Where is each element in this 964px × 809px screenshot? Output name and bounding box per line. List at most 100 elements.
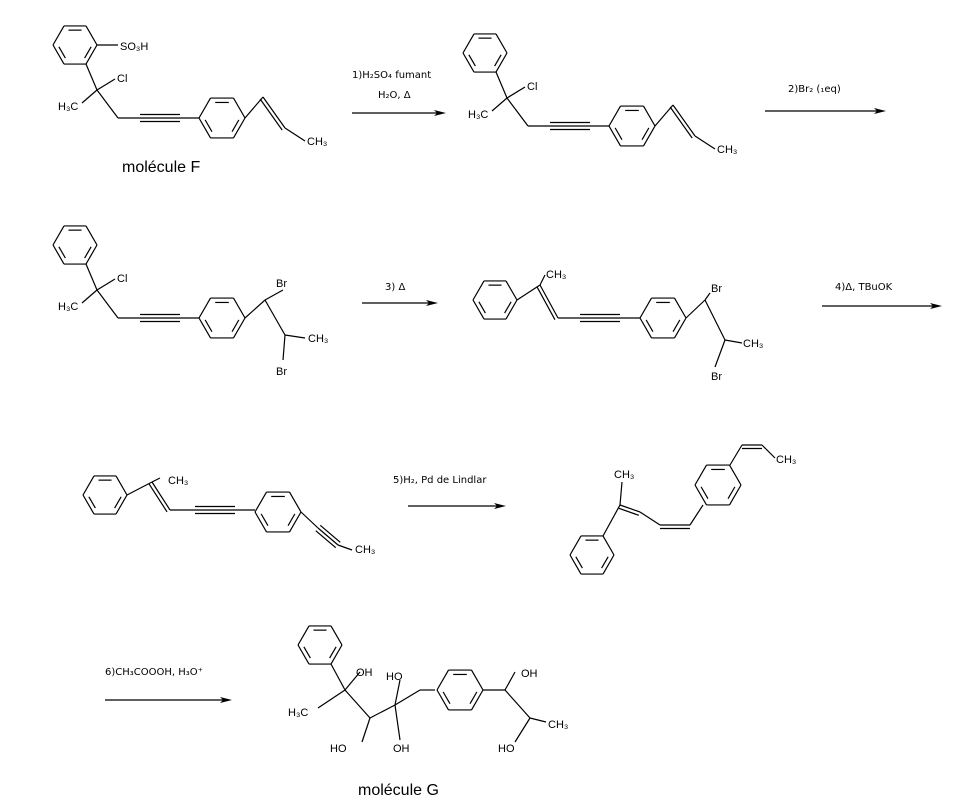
double-bond: [669, 106, 693, 139]
bond: [504, 689, 531, 719]
bond: [330, 663, 346, 691]
bond: [282, 334, 286, 361]
ring-bond: [232, 97, 246, 119]
br-label: Br: [711, 283, 722, 295]
bond: [639, 511, 661, 526]
ring-double-bond: [700, 486, 709, 499]
step-6-reagent: 6)CH₃COOOH, H₃O⁺: [105, 667, 203, 678]
ring-bond: [297, 625, 310, 646]
ho-label: HO: [386, 671, 403, 683]
ring-bond: [602, 554, 615, 575]
benzene-ring: [639, 297, 687, 339]
ring-bond: [728, 464, 742, 486]
double-bond: [151, 481, 171, 511]
ho-label: HO: [330, 743, 347, 755]
ring-double-bond: [601, 556, 609, 569]
bond: [361, 717, 371, 743]
bond: [264, 299, 286, 336]
ch3-label: CH₃: [307, 136, 327, 148]
ring-bond: [472, 280, 485, 301]
molecule-f-caption: molécule F: [122, 159, 200, 176]
bond: [516, 284, 541, 301]
ring-bond: [115, 475, 128, 496]
ch3-label: CH₃: [717, 144, 737, 156]
bond: [264, 289, 284, 301]
ch3-label: CH₃: [355, 544, 375, 556]
bond: [714, 339, 726, 368]
double-bond: [539, 284, 559, 319]
ring-bond: [85, 44, 98, 65]
ring-double-bond: [672, 319, 681, 332]
benzene-ring: [436, 669, 484, 711]
bond: [704, 299, 726, 341]
ring-double-bond: [641, 127, 650, 140]
ring-double-bond: [303, 646, 311, 659]
benzene-ring: [198, 97, 246, 139]
triple-bond: [317, 527, 339, 546]
bond: [85, 263, 98, 291]
ring-bond: [85, 244, 98, 265]
arrowhead-icon: [434, 110, 446, 116]
ring-double-bond: [727, 486, 736, 499]
bond: [151, 477, 161, 483]
ring-bond: [85, 25, 98, 46]
bond: [96, 289, 119, 319]
ring-bond: [639, 297, 653, 319]
double-bond: [619, 504, 641, 513]
ring-bond: [82, 475, 95, 496]
arrowhead-icon: [494, 503, 506, 509]
bond: [394, 679, 401, 706]
cl-label: Cl: [117, 73, 127, 85]
ring-bond: [608, 125, 622, 147]
h3c-label: H₃C: [288, 707, 308, 719]
arrowhead-icon: [874, 108, 886, 114]
triple-bond: [319, 524, 341, 543]
bond: [244, 299, 266, 319]
ring-bond: [436, 669, 450, 691]
ring-bond: [330, 644, 343, 665]
ring-bond: [198, 317, 212, 339]
ch3-label: CH₃: [168, 475, 188, 487]
benzene-ring: [254, 491, 302, 533]
bond: [244, 96, 264, 119]
bond: [539, 274, 546, 286]
bond: [689, 504, 704, 526]
benzene-ring: [82, 475, 128, 515]
ring-double-bond: [231, 119, 240, 132]
ring-bond: [470, 689, 484, 711]
benzene-ring: [462, 33, 508, 73]
bond: [317, 689, 346, 709]
bond: [619, 481, 623, 506]
bond: [81, 89, 98, 104]
ring-bond: [288, 491, 302, 513]
ring-bond: [232, 317, 246, 339]
ring-double-bond: [114, 496, 122, 509]
br-label: Br: [711, 371, 722, 383]
h3c-label: H₃C: [58, 101, 78, 113]
ring-bond: [728, 484, 742, 506]
bond: [394, 704, 401, 741]
ring-bond: [232, 297, 246, 319]
bond: [126, 481, 153, 496]
ch3-label: CH₃: [308, 333, 328, 345]
double-bond: [148, 483, 168, 513]
bond: [761, 444, 776, 459]
ring-bond: [569, 535, 582, 556]
ring-bond: [198, 117, 212, 139]
ring-double-bond: [469, 691, 478, 704]
ring-bond: [602, 535, 615, 556]
bond: [685, 299, 706, 319]
step-4-reagent: 4)Δ, TBuOK: [835, 282, 893, 293]
ring-bond: [495, 52, 508, 73]
bond: [602, 504, 621, 537]
br-label: Br: [276, 278, 287, 290]
ring-bond: [254, 491, 268, 513]
ring-bond: [642, 105, 656, 127]
ring-double-bond: [329, 646, 337, 659]
ring-double-bond: [494, 54, 502, 67]
arrows: [105, 108, 942, 703]
h3c-label: H₃C: [58, 301, 78, 313]
ring-double-bond: [614, 127, 623, 140]
ring-double-bond: [204, 119, 213, 132]
benzene-ring: [569, 535, 615, 575]
